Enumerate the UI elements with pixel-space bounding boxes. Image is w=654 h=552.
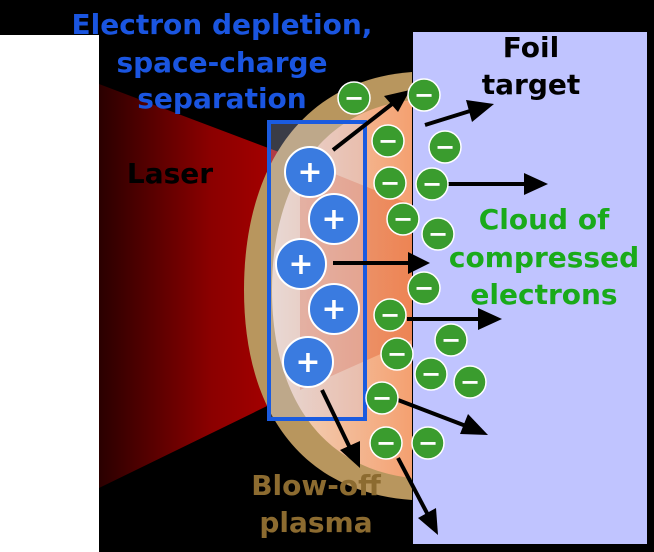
svg-text:−: − (418, 429, 438, 457)
cloud-label-line-3: electrons (470, 278, 617, 311)
svg-text:−: − (414, 274, 434, 302)
svg-text:+: + (295, 345, 320, 380)
electron: − (414, 357, 448, 391)
cloud-label-line-1: Cloud of (479, 203, 610, 236)
foil-label-line-2: target (482, 68, 581, 101)
ion: + (282, 336, 334, 388)
svg-text:−: − (441, 326, 461, 354)
arrow-middle-head (408, 252, 430, 274)
svg-text:+: + (288, 247, 313, 282)
ion: + (284, 146, 336, 198)
svg-text:−: − (344, 84, 364, 112)
arrow-foil-3-head (478, 308, 502, 330)
electrons: − − − − − − − − − − − − − − − − − (337, 78, 487, 460)
electron: − (407, 78, 441, 112)
svg-text:−: − (372, 384, 392, 412)
svg-text:+: + (321, 202, 346, 237)
electron: − (407, 271, 441, 305)
svg-text:−: − (460, 368, 480, 396)
svg-text:−: − (414, 81, 434, 109)
svg-text:−: − (376, 429, 396, 457)
laser-label: Laser (127, 157, 213, 190)
electron: − (369, 426, 403, 460)
arrow-ion-down-head (340, 441, 360, 468)
background-black-top (0, 0, 654, 35)
arrow-foil-4-head (460, 414, 488, 435)
arrow-ion-up-head (384, 90, 410, 112)
arrow-foil-1-head (466, 100, 494, 122)
depletion-label: Electron depletion, space-charge separat… (72, 8, 373, 115)
arrow-foil-4 (397, 398, 467, 428)
svg-text:−: − (435, 133, 455, 161)
arrow-foil-2-head (524, 173, 548, 195)
electron: − (453, 365, 487, 399)
svg-text:−: − (378, 127, 398, 155)
electron: − (411, 426, 445, 460)
electron: − (380, 337, 414, 371)
electron: − (373, 166, 407, 200)
electron: − (386, 202, 420, 236)
arrows (320, 90, 548, 535)
svg-text:−: − (428, 220, 448, 248)
foil-label: Foil target (482, 31, 581, 101)
plasma-label-line-1: Blow-off (251, 469, 381, 502)
arrow-foil-5-head (418, 508, 438, 535)
svg-text:−: − (422, 170, 442, 198)
arrow-ion-down (320, 389, 352, 449)
arrow-foil-5 (396, 457, 430, 516)
ion: + (275, 238, 327, 290)
electron: − (365, 381, 399, 415)
electron: − (371, 124, 405, 158)
ion: + (308, 193, 360, 245)
plasma-label-line-2: plasma (259, 506, 372, 539)
arrow-foil-1 (424, 109, 471, 127)
svg-text:−: − (393, 205, 413, 233)
svg-text:+: + (321, 292, 346, 327)
svg-text:−: − (421, 360, 441, 388)
foil-label-line-1: Foil (503, 31, 559, 64)
electron: − (373, 298, 407, 332)
depletion-label-line-1: Electron depletion, (72, 8, 373, 41)
arrow-ion-up (331, 102, 394, 152)
svg-text:−: − (380, 169, 400, 197)
svg-text:−: − (387, 340, 407, 368)
electron: − (434, 323, 468, 357)
electron: − (428, 130, 462, 164)
electron: − (415, 167, 449, 201)
electron: − (337, 81, 371, 115)
svg-text:+: + (297, 155, 322, 190)
depletion-label-line-3: separation (137, 82, 306, 115)
laser-beam (99, 84, 300, 488)
positive-ions: + + + + + (275, 146, 360, 388)
svg-text:−: − (380, 301, 400, 329)
depletion-label-line-2: space-charge (116, 46, 327, 79)
cloud-label-line-2: compressed (449, 241, 639, 274)
plasma-label: Blow-off plasma (251, 469, 381, 539)
electron: − (421, 217, 455, 251)
cloud-label: Cloud of compressed electrons (449, 203, 639, 311)
ion: + (308, 283, 360, 335)
